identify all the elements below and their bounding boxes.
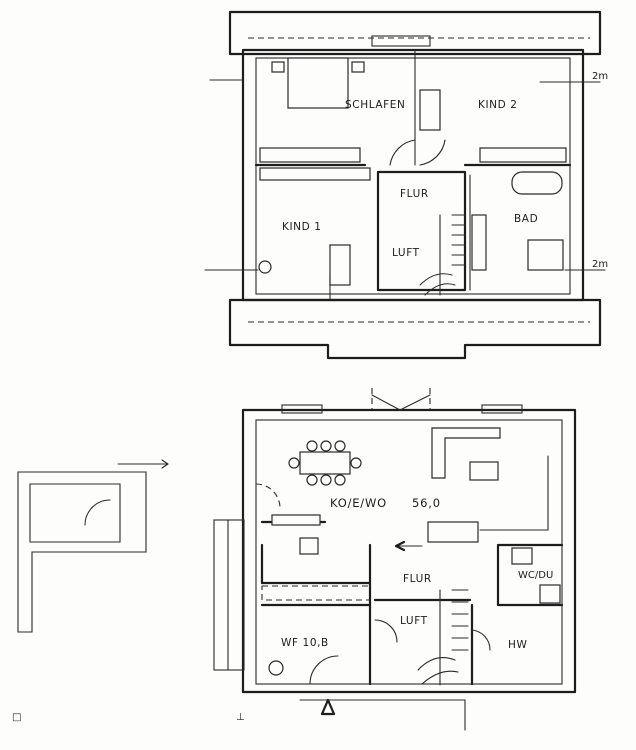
room-label-flur-ground: FLUR — [403, 573, 432, 585]
dining-chairs — [288, 440, 362, 486]
site-building — [29, 483, 121, 543]
balcony-left — [213, 519, 245, 671]
room-label-schlafen: SCHLAFEN — [345, 99, 406, 111]
entrance-marker — [320, 698, 336, 716]
room-label-luft-upper: LUFT — [392, 247, 420, 259]
site-arrow-head — [161, 459, 169, 469]
flur-arrow-head — [394, 540, 406, 552]
ground-outer-wall — [241, 408, 577, 694]
wall-kitchen-flur — [368, 543, 472, 607]
roof-overhang-top — [228, 10, 602, 56]
window-top-1 — [371, 35, 431, 47]
sofa-corner — [431, 427, 501, 479]
roof-overhang-bottom — [228, 298, 602, 360]
window-ground-1 — [281, 404, 323, 414]
dining-table — [299, 451, 351, 475]
coffee-table — [469, 461, 499, 481]
kitchen-counter — [261, 585, 371, 601]
living-niche-wall — [479, 455, 549, 531]
wardrobe-kind1 — [259, 167, 371, 181]
dim-label-top: 2m — [592, 71, 608, 82]
wc-toilet — [511, 547, 533, 565]
tv-cabinet — [427, 521, 479, 543]
wardrobe-kind2 — [479, 147, 567, 163]
wc-shower — [539, 584, 561, 604]
door-swing-kind2 — [419, 139, 446, 166]
plant-kind1 — [258, 260, 272, 274]
ground-inner-wall — [255, 419, 563, 685]
vanity-bad — [471, 214, 487, 271]
room-label-flur-upper: FLUR — [400, 188, 429, 200]
door-swing-luft — [374, 619, 398, 643]
entrance-path — [299, 699, 466, 731]
stair-core — [376, 170, 467, 292]
desk-kind1 — [329, 244, 351, 286]
room-label-kowo: KO/E/WO — [330, 496, 387, 510]
room-label-kowo-area: 56,0 — [412, 496, 441, 510]
wall-wf — [260, 603, 372, 686]
double-bed — [287, 57, 349, 109]
site-door-swing — [84, 499, 111, 526]
wall-wcdu — [496, 543, 564, 607]
upper-inner-wall — [255, 57, 571, 295]
nightstand-right — [351, 61, 365, 73]
door-swing-schlafen — [389, 139, 416, 166]
shower-bad — [527, 239, 564, 271]
section-marker-left: □ — [12, 712, 21, 723]
wardrobe-schlafen — [259, 147, 361, 163]
kitchen-bar — [271, 514, 321, 526]
staircase-ground — [417, 589, 469, 686]
door-swing-hw — [471, 629, 491, 651]
room-label-kind1: KIND 1 — [282, 221, 322, 233]
washer-wf — [268, 660, 284, 676]
site-sketch — [17, 459, 169, 633]
site-outline — [17, 471, 147, 633]
window-ground-2 — [481, 404, 523, 414]
room-label-luft-ground: LUFT — [400, 615, 428, 627]
upper-floor-plan: SCHLAFEN KIND 2 KIND 1 FLUR LUFT BAD 2m … — [204, 10, 608, 360]
room-label-wf: WF 10,B — [281, 637, 329, 649]
section-marker-mid: ⊥ — [236, 712, 245, 723]
desk-kind2 — [419, 89, 441, 131]
door-swing-wf — [309, 655, 339, 685]
room-label-kind2: KIND 2 — [478, 99, 518, 111]
room-label-wcdu: WC/DU — [518, 570, 553, 581]
room-label-bad: BAD — [514, 213, 538, 225]
door-swing-living — [255, 483, 281, 509]
room-label-hw: HW — [508, 639, 527, 651]
nightstand-left — [271, 61, 285, 73]
bathtub — [511, 171, 563, 195]
staircase-upper — [419, 214, 466, 296]
terrace-door-frame — [371, 388, 431, 410]
dim-label-bottom: 2m — [592, 259, 608, 270]
ground-floor-plan: KO/E/WO 56,0 FLUR LUFT WF 10,B HW WC/DU — [213, 388, 577, 731]
stove — [299, 537, 319, 555]
terrace-door-swing — [371, 394, 431, 411]
